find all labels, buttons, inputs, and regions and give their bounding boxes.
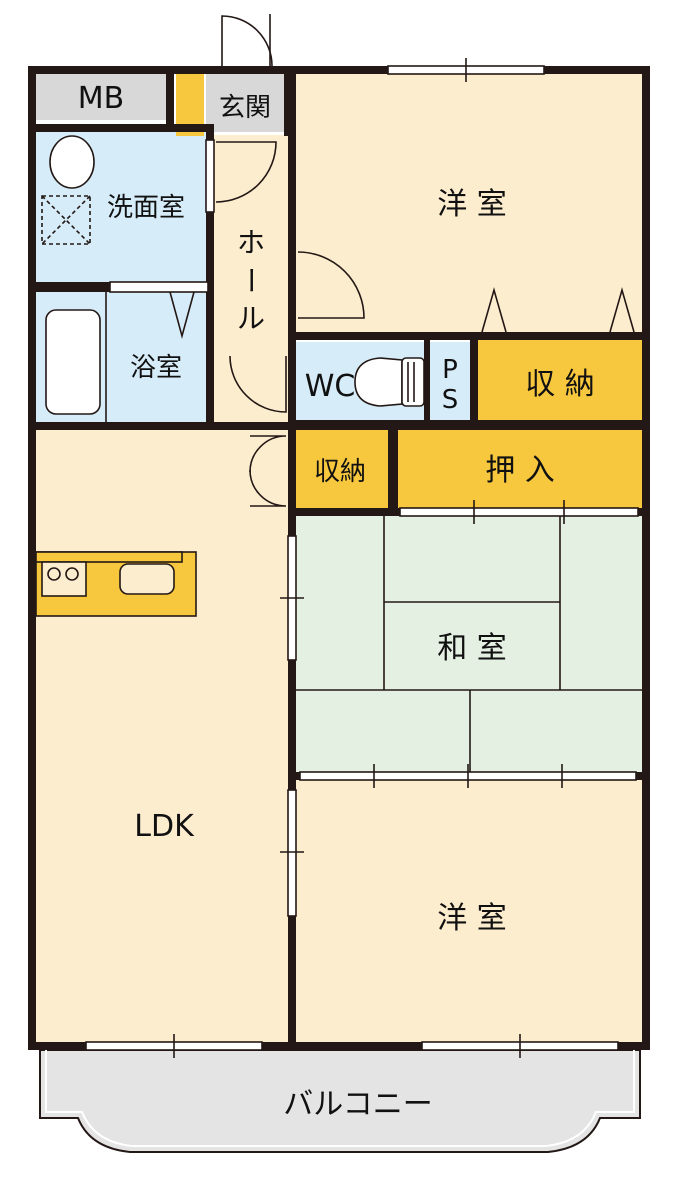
mb-box-fill xyxy=(36,74,166,120)
toilet xyxy=(354,357,403,407)
label-shuno-mid: 収納 xyxy=(314,457,366,487)
label-wc: WC xyxy=(305,369,356,404)
label-yoku: 浴室 xyxy=(130,353,182,383)
label-ldk: LDK xyxy=(134,809,195,844)
windows xyxy=(85,58,639,1058)
room-ps-fill xyxy=(430,342,470,420)
ps-vertical-char: S xyxy=(442,385,459,415)
label-hall: ホール xyxy=(234,226,267,335)
hall-vertical-char: ホ xyxy=(237,226,265,259)
stove xyxy=(41,561,87,597)
label-ps: PS xyxy=(442,355,459,415)
washbasin xyxy=(49,135,95,189)
kitchen-top xyxy=(35,551,183,563)
genkan-fill xyxy=(206,74,284,132)
door-swings xyxy=(215,14,365,507)
room-yoshitsu-bottom-fill xyxy=(296,780,642,1042)
label-yoshitsu-top: 洋 室 xyxy=(437,187,507,222)
hall-vertical-char: ル xyxy=(237,302,265,335)
room-yoshitsu-top-fill xyxy=(296,72,642,334)
washer-pan xyxy=(41,195,91,245)
storage-mid-fill xyxy=(296,430,388,510)
room-hall-fill xyxy=(214,135,290,428)
label-mb: MB xyxy=(78,81,124,116)
balcony-inner-line xyxy=(45,1050,635,1147)
floor-fills xyxy=(36,72,642,1044)
oshiire-fill xyxy=(398,430,642,510)
balcony-outline xyxy=(39,1049,641,1153)
label-balcony: バルコニー xyxy=(283,1087,432,1122)
bath-door xyxy=(169,291,195,340)
label-senmen: 洗面室 xyxy=(107,193,185,223)
label-genkan: 玄関 xyxy=(219,93,271,123)
bathtub xyxy=(45,309,101,415)
closet-door-left xyxy=(481,287,507,333)
front-door-swing xyxy=(221,15,273,67)
balcony xyxy=(39,1049,641,1153)
label-oshiire: 押 入 xyxy=(485,453,555,488)
label-washitsu: 和 室 xyxy=(437,631,507,666)
tatami-lines xyxy=(296,516,642,774)
room-ldk-fill xyxy=(36,428,290,1044)
room-labels: MB 玄関 洗面室 浴室 洋 室 WC 収 納 収納 押 入 和 室 LDK 洋… xyxy=(78,81,595,1122)
label-yoshitsu-bottom: 洋 室 xyxy=(437,901,507,936)
toilet-tank xyxy=(401,357,425,407)
room-washitsu-fill xyxy=(296,516,642,774)
ps-vertical-char: P xyxy=(442,355,458,385)
hall-vertical-char: ー xyxy=(234,266,267,294)
label-shuno-top: 収 納 xyxy=(525,367,595,402)
storage-top-fill xyxy=(476,340,642,422)
closet-door-right xyxy=(609,287,635,333)
kitchen-sink xyxy=(119,563,175,595)
